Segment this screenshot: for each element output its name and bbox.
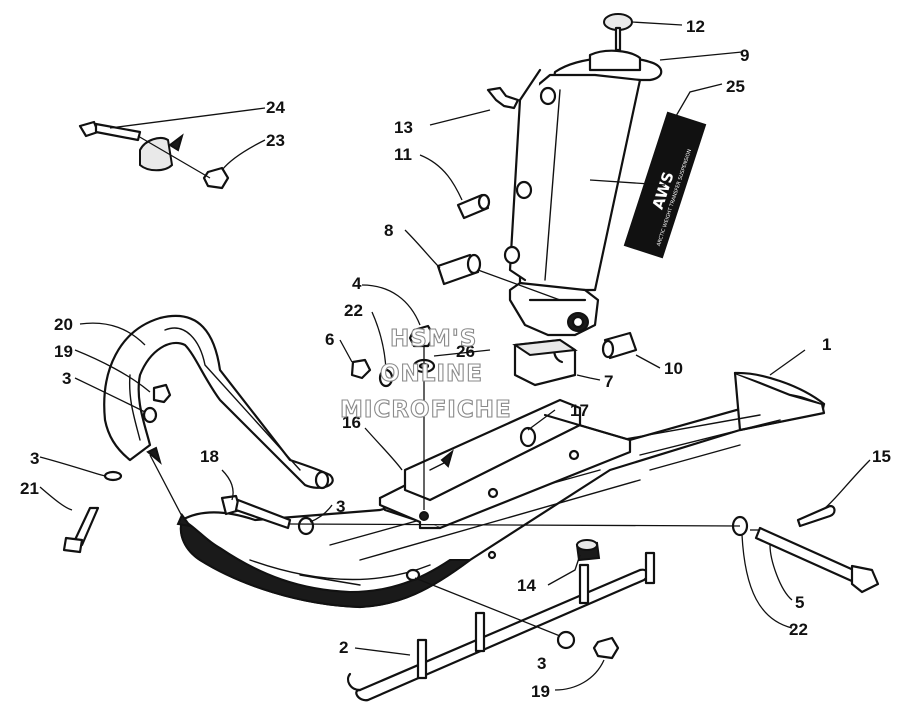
callout-18: 18	[200, 447, 219, 466]
washer-3-bottom	[556, 630, 576, 650]
callout-14: 14	[517, 576, 536, 595]
callout-19-bottom: 19	[531, 682, 550, 701]
callout-8: 8	[384, 221, 393, 240]
callout-24: 24	[266, 98, 285, 117]
nut-4	[408, 324, 436, 348]
callout-3-center: 3	[336, 497, 345, 516]
callout-17: 17	[570, 401, 589, 420]
watermark-line-1: HSM'S	[390, 326, 477, 352]
cotter-pin	[796, 504, 836, 528]
callout-19-top: 19	[54, 342, 73, 361]
nut-19-top	[152, 383, 172, 404]
bolt-24	[78, 120, 142, 142]
callout-5: 5	[795, 593, 804, 612]
callout-3-bottom: 3	[537, 654, 546, 673]
callout-10: 10	[664, 359, 683, 378]
spring-block	[512, 338, 578, 387]
ski-saddle	[378, 398, 632, 530]
washer-3-top	[142, 406, 158, 424]
callout-13: 13	[394, 118, 413, 137]
callout-4: 4	[352, 274, 362, 293]
wear-bar	[346, 551, 656, 702]
bumper-14	[575, 539, 601, 562]
callout-22-top: 22	[344, 301, 363, 320]
bushing-upper	[456, 193, 491, 220]
callout-25: 25	[726, 77, 745, 96]
watermark-line-3: MICROFICHE	[340, 397, 512, 423]
shock-cap	[603, 13, 633, 52]
bushing-lower	[436, 253, 482, 286]
callout-26: 26	[456, 342, 475, 361]
shock-absorber	[503, 49, 663, 337]
nut-23	[202, 166, 230, 190]
callout-12: 12	[686, 17, 705, 36]
watermark-line-2: ONLINE	[380, 361, 483, 387]
callout-9: 9	[740, 46, 749, 65]
callout-3-top: 3	[62, 369, 71, 388]
callout-11: 11	[394, 145, 412, 164]
callout-1: 1	[822, 335, 831, 354]
callout-2: 2	[339, 638, 348, 657]
callout-23: 23	[266, 131, 285, 150]
ski-loop	[103, 314, 334, 490]
nut-19-bottom	[592, 636, 620, 660]
callout-7: 7	[604, 372, 613, 391]
washer-3-center	[297, 516, 315, 536]
watermark: HSM'S ONLINE MICROFICHE	[339, 325, 512, 423]
washer-3-left	[103, 470, 123, 482]
bushing-right	[601, 331, 638, 360]
nut-6	[350, 358, 372, 380]
callout-labels: 12 9 25 13 11 8 4 22 6 26 7 10 1 16 17 2…	[20, 17, 891, 701]
callout-6: 6	[325, 330, 334, 349]
small-bracket	[139, 133, 184, 172]
bolt-18	[220, 494, 292, 530]
callout-20: 20	[54, 315, 73, 334]
callout-15: 15	[872, 447, 891, 466]
callout-3-left: 3	[30, 449, 39, 468]
bolt-21	[62, 506, 100, 554]
callout-22-right: 22	[789, 620, 808, 639]
leader-lines	[39, 21, 871, 691]
bolt-5	[754, 526, 880, 594]
washer-17	[519, 426, 537, 448]
callout-21: 21	[20, 479, 39, 498]
callout-16: 16	[342, 413, 361, 432]
grease-fitting	[486, 86, 520, 110]
